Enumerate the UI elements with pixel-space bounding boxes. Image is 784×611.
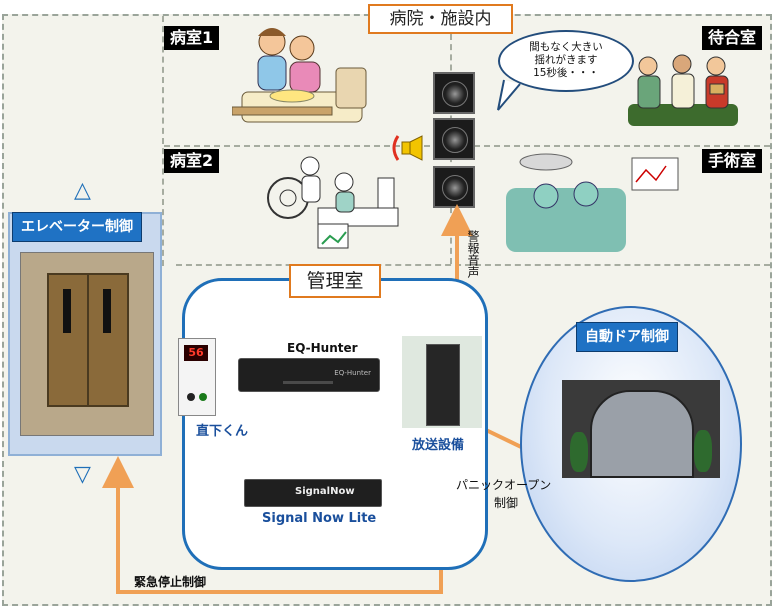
elevator-down-arrow: ▽: [74, 462, 91, 487]
elevator-door-left: [47, 273, 89, 407]
jikashita-button-left: [187, 393, 195, 401]
elevator-photo: [20, 252, 154, 436]
room-label-ward2: 病室2: [164, 149, 220, 173]
room-label-ward1: 病室1: [164, 26, 220, 50]
elevator-door-right: [87, 273, 129, 407]
broadcast-rack: [402, 336, 482, 428]
panic-open-label-line2: 制御: [494, 496, 519, 510]
signal-now-label: Signal Now Lite: [262, 511, 377, 526]
room-label-surgery: 手術室: [702, 149, 763, 173]
alarm-audio-label: 警報音声: [466, 230, 480, 278]
panic-open-label-line1: パニックオープン: [456, 478, 552, 492]
emergency-stop-label: 緊急停止制御: [134, 575, 207, 589]
bubble-tail: [497, 79, 521, 111]
divider-left-vertical: [162, 16, 164, 266]
ward1-illustration: [232, 28, 367, 123]
ward2-illustration: [267, 156, 399, 249]
broadcast-label: 放送設備: [412, 438, 465, 453]
room-label-waiting: 待合室: [702, 26, 763, 50]
signal-now-device: SignalNow: [244, 479, 382, 507]
elevator-title: エレベーター制御: [12, 212, 142, 242]
surgery-illustration: [506, 153, 679, 252]
speaker-unit-bottom: [433, 166, 475, 208]
eq-hunter-device: EQ-Hunter: [238, 358, 380, 392]
eq-hunter-label: EQ-Hunter: [287, 341, 358, 355]
elevator-panel: [8, 212, 162, 456]
waiting-illustration: [628, 54, 738, 126]
announcement-line2: 揺れがきます: [534, 54, 598, 66]
auto-door-photo: [562, 380, 720, 478]
jikashita-button-right: [199, 393, 207, 401]
broadcast-rack-body: [426, 344, 460, 426]
announcement-line1: 間もなく大きい: [529, 41, 603, 53]
divider-lower-horizontal: [176, 264, 770, 266]
announcement-line3: 15秒後・・・: [533, 67, 599, 79]
hospital-title: 病院・施設内: [368, 4, 513, 34]
jikashita-display: 56: [184, 345, 208, 361]
auto-door-title: 自動ドア制御: [576, 322, 678, 352]
eq-hunter-screen: EQ-Hunter: [334, 369, 371, 377]
elevator-up-arrow: △: [74, 178, 91, 203]
alarm-speaker-icon: [392, 135, 423, 161]
signal-now-screen: SignalNow: [295, 486, 355, 497]
speaker-unit-middle: [433, 118, 475, 160]
speaker-unit-top: [433, 72, 475, 114]
jikashita-label: 直下くん: [196, 424, 249, 439]
announcement-bubble: 間もなく大きい 揺れがきます 15秒後・・・: [498, 30, 634, 92]
control-room-title: 管理室: [289, 264, 381, 298]
jikashita-device: 56: [178, 338, 216, 416]
eq-hunter-lights: [283, 381, 333, 384]
